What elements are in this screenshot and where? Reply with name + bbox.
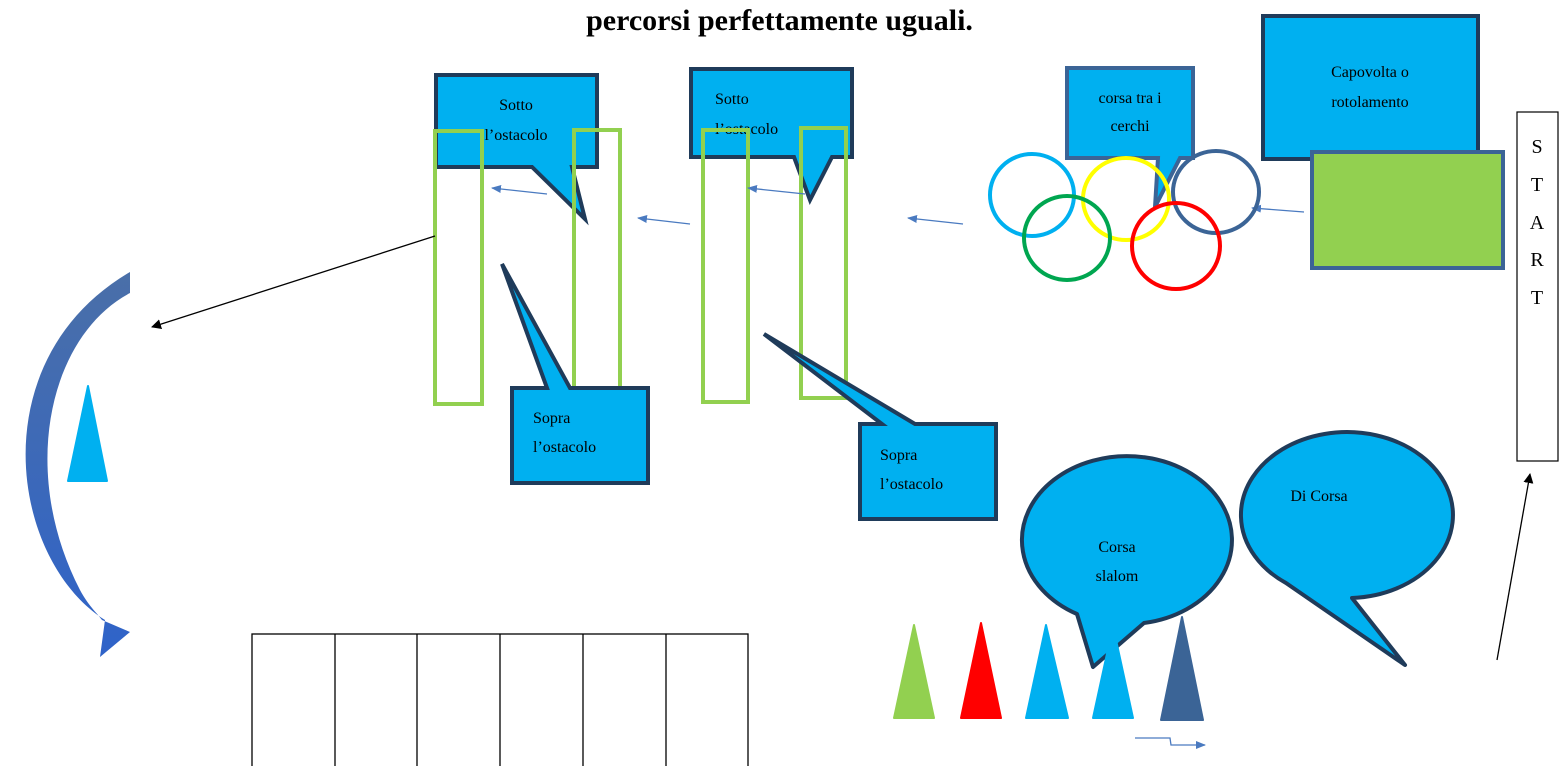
hurdle-post [701,128,750,404]
callout-sotto-2: Sotto l’ostacolo [689,67,854,205]
cone [1025,624,1069,719]
blue-arrow [1251,204,1305,213]
callout-sotto-2-line1: Sotto [715,91,749,108]
cone [960,622,1002,719]
curved-arrow [25,272,130,657]
blue-arrow [491,184,548,195]
callout-sopra-1-line2: l’ostacolo [533,439,596,456]
callout-sopra-1-line1: Sopra [533,410,570,427]
callout-di-corsa: Di Corsa [1238,430,1455,667]
callout-cerchi-line2: cerchi [1110,118,1150,135]
callout-cerchi: corsa tra i cerchi [1065,66,1195,208]
hurdle-post [799,126,848,400]
start-arrow [1496,473,1534,661]
callout-capovolta-line2: rotolamento [1331,94,1408,111]
black-arrow [151,235,436,330]
blue-arrow [747,184,806,195]
cone [1092,625,1134,719]
page-title: percorsi perfettamente uguali. [586,4,973,37]
callout-slalom-line1: Corsa [1098,539,1135,556]
blue-arrow [637,215,691,225]
callout-cerchi-line1: corsa tra i [1098,90,1162,107]
start-letter: A [1530,212,1545,234]
callout-slalom-line2: slalom [1096,568,1139,585]
cone [67,385,108,482]
blue-arrow [907,214,964,225]
callout-slalom: Corsa slalom [1020,454,1234,669]
slalom-cones [893,616,1204,721]
callout-sotto-1-line2: l’ostacolo [484,127,547,144]
callout-sopra-2-line1: Sopra [880,447,917,464]
ladder [251,633,749,766]
start-letter: R [1530,249,1544,271]
callout-di-corsa-label: Di Corsa [1290,488,1347,505]
cone [893,624,935,719]
callout-capovolta: Capovolta o rotolamento [1261,14,1480,161]
callout-sotto-1: Sotto l’ostacolo [434,73,599,226]
callout-sotto-1-line1: Sotto [499,97,533,114]
callout-sopra-2: Sopra l’ostacolo [762,332,998,521]
start-letter: T [1531,174,1543,196]
start-letter: T [1531,287,1543,309]
hurdle-post [433,129,484,406]
cone [1160,616,1204,721]
callout-sopra-2-line2: l’ostacolo [880,476,943,493]
callout-capovolta-line1: Capovolta o [1331,64,1409,81]
green-mat [1310,150,1505,270]
start-box: S T A R T [1516,111,1559,462]
blue-step-arrow [1135,737,1206,749]
start-letter: S [1531,136,1542,158]
rings [988,149,1261,291]
callout-sopra-1: Sopra l’ostacolo [500,263,650,485]
